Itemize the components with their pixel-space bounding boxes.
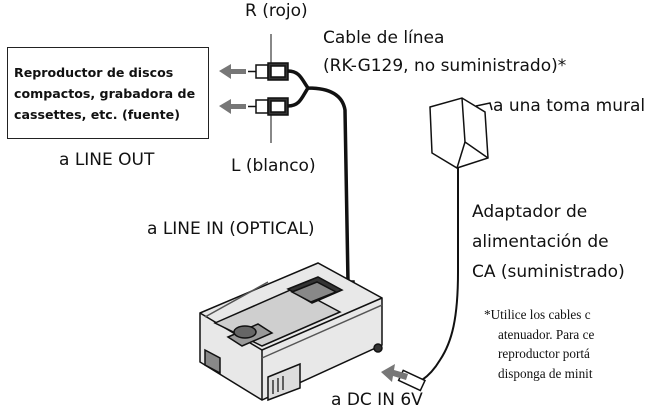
label-line-out: a LINE OUT bbox=[59, 150, 155, 170]
arrow-icon bbox=[219, 64, 246, 79]
footnote: *Utilice los cables c atenuador. Para ce… bbox=[484, 305, 667, 383]
ac-adapter bbox=[429, 97, 493, 169]
footnote-line: atenuador. Para ce bbox=[498, 326, 595, 342]
footnote-line: *Utilice los cables c bbox=[484, 307, 591, 322]
footnote-line: disponga de minit bbox=[498, 365, 593, 381]
label-adapter-3: CA (suministrado) bbox=[472, 262, 625, 282]
label-line-in: a LINE IN (OPTICAL) bbox=[147, 219, 315, 239]
source-line: cassettes, etc. (fuente) bbox=[14, 107, 180, 122]
rca-plug-red bbox=[248, 62, 289, 81]
rca-plug-white bbox=[248, 97, 289, 116]
label-cable-model: (RK-G129, no suministrado)* bbox=[323, 56, 567, 76]
label-dc-in: a DC IN 6V bbox=[331, 390, 423, 410]
source-line: compactos, grabadora de bbox=[14, 86, 196, 101]
label-r-rojo: R (rojo) bbox=[245, 1, 308, 21]
md-recorder-device bbox=[199, 262, 383, 402]
label-adapter-2: alimentación de bbox=[472, 232, 609, 252]
source-line: Reproductor de discos bbox=[14, 65, 174, 80]
arrow-icon bbox=[219, 99, 246, 114]
footnote-line: reproductor portá bbox=[498, 346, 590, 361]
line-cable bbox=[287, 69, 350, 283]
adapter-cord bbox=[421, 168, 459, 381]
label-toma-mural: a una toma mural bbox=[493, 96, 646, 116]
label-cable: Cable de línea bbox=[323, 28, 445, 48]
source-device-box: Reproductor de discos compactos, grabado… bbox=[7, 47, 209, 139]
arrow-icon bbox=[381, 364, 408, 382]
label-adapter-1: Adaptador de bbox=[472, 202, 588, 222]
label-l-blanco: L (blanco) bbox=[231, 156, 316, 176]
